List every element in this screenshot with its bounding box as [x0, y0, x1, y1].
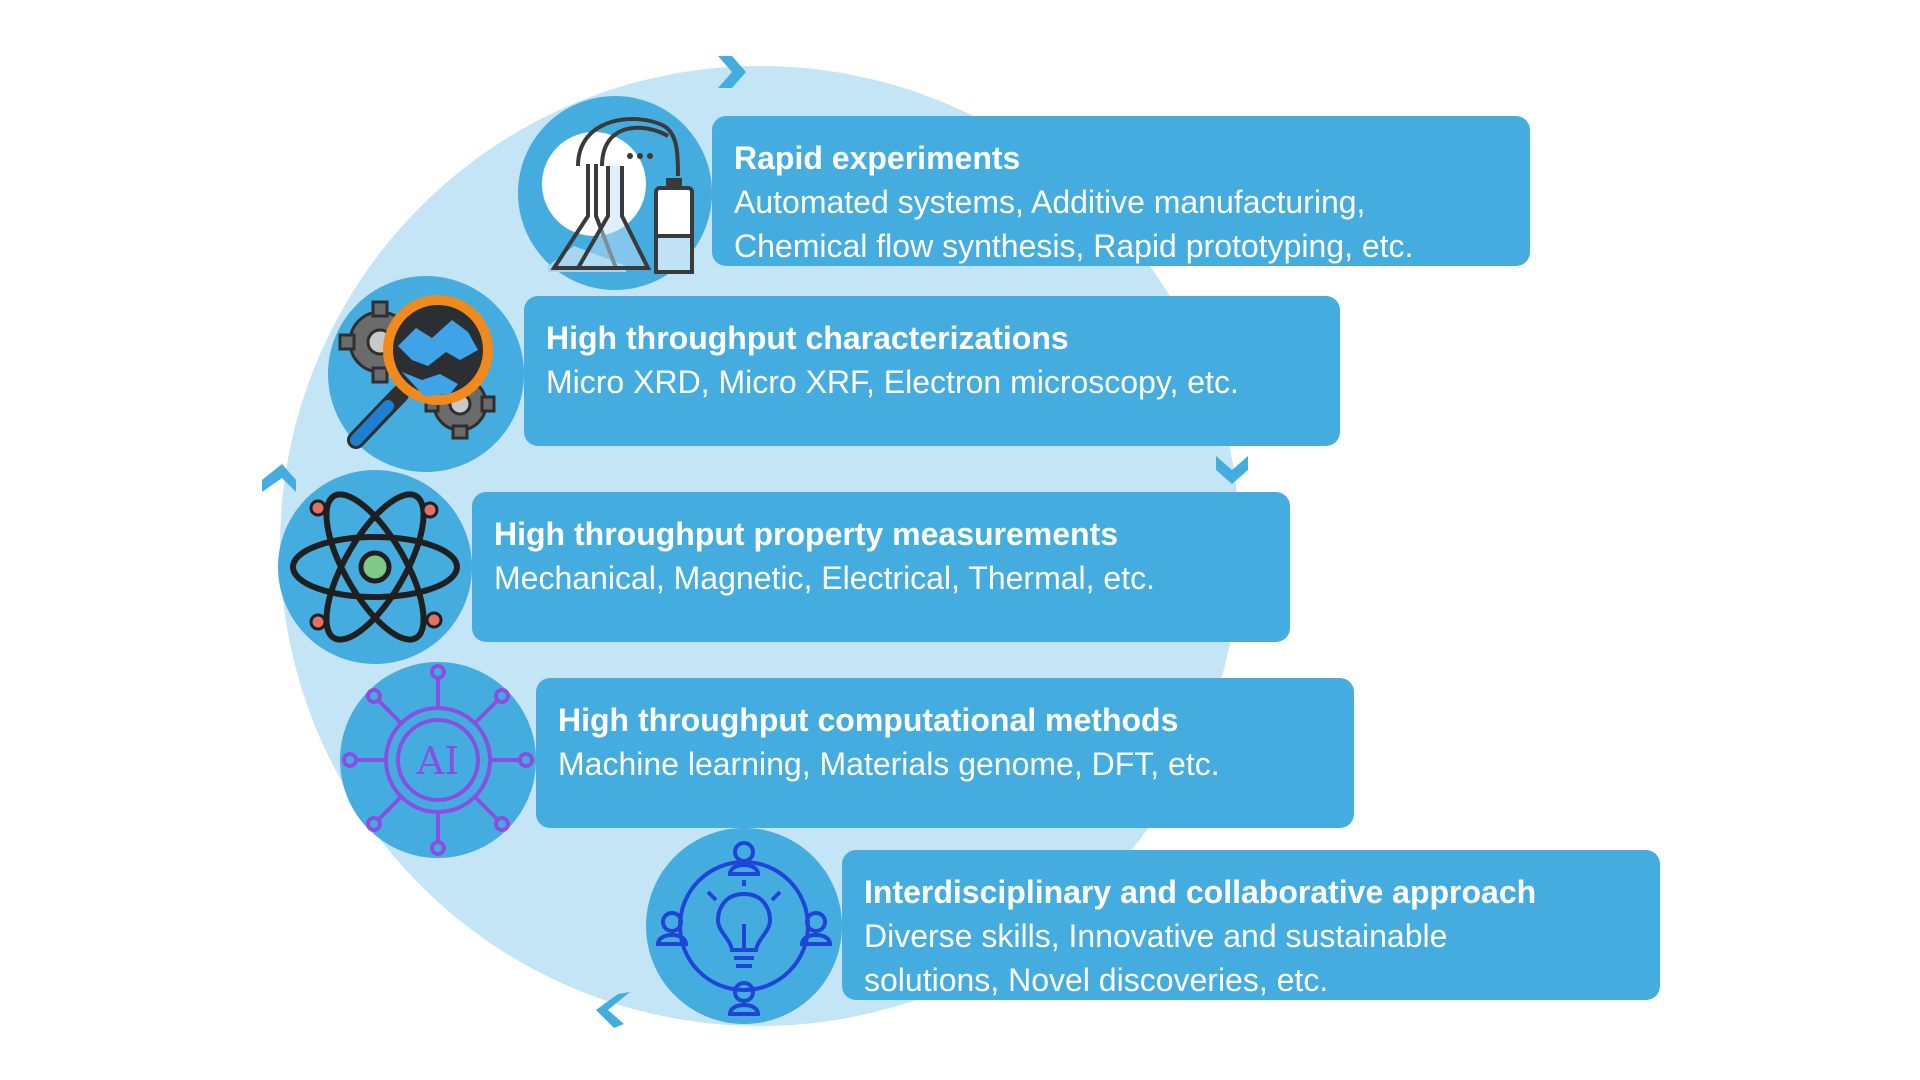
- lab-flasks-icon: [542, 117, 694, 274]
- step-1-description: Automated systems, Additive manufacturin…: [734, 184, 1414, 264]
- step-3-icon-circle: [278, 470, 472, 664]
- step-5-box: Interdisciplinary and collaborative appr…: [842, 850, 1660, 1000]
- step-1-icon-circle: [518, 96, 712, 290]
- step-2-icon-circle: [328, 276, 524, 472]
- step-4-box: High throughput computational methods Ma…: [536, 678, 1354, 828]
- magnifier-gears-icon: [338, 295, 496, 449]
- step-3-box: High throughput property measurements Me…: [472, 492, 1290, 642]
- atom-icon: [290, 491, 460, 643]
- step-5-icon-circle: [646, 828, 842, 1024]
- step-2-title: High throughput characterizations: [546, 320, 1069, 356]
- step-2-box: High throughput characterizations Micro …: [524, 296, 1340, 446]
- chevron-up-icon: [262, 464, 296, 492]
- step-4-icon-circle: AI: [340, 662, 536, 858]
- ai-chip-label: AI: [416, 739, 459, 783]
- step-2-description: Micro XRD, Micro XRF, Electron microscop…: [546, 364, 1239, 400]
- step-3-title: High throughput property measurements: [494, 516, 1119, 552]
- step-5-description: Diverse skills, Innovative and sustainab…: [864, 918, 1448, 998]
- chevron-right-icon: [718, 56, 746, 88]
- step-4-title: High throughput computational methods: [558, 702, 1179, 738]
- step-4-description: Machine learning, Materials genome, DFT,…: [558, 746, 1220, 782]
- step-1-title: Rapid experiments: [734, 140, 1021, 176]
- collaboration-lightbulb-icon: [655, 841, 833, 1016]
- step-1-box: Rapid experiments Automated systems, Add…: [712, 116, 1530, 266]
- step-5-title: Interdisciplinary and collaborative appr…: [864, 874, 1537, 910]
- chevron-down-icon: [1216, 456, 1248, 484]
- chevron-left-icon: [596, 992, 630, 1028]
- ai-chip-icon: AI: [342, 664, 534, 856]
- step-3-description: Mechanical, Magnetic, Electrical, Therma…: [494, 560, 1155, 596]
